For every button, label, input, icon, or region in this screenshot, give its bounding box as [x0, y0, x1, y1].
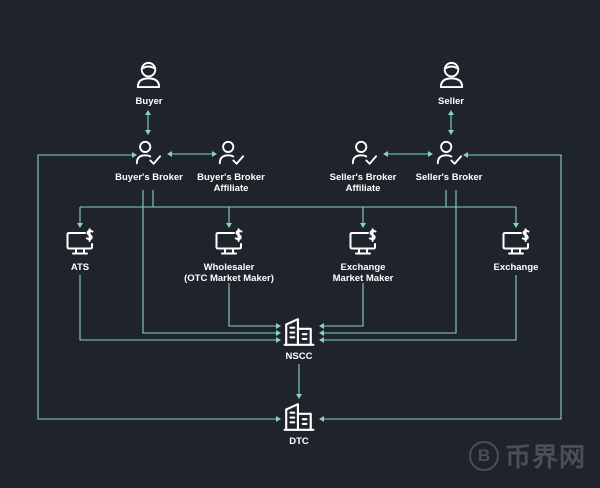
- nscc-building-icon: [283, 318, 315, 346]
- ats-label: ATS: [70, 262, 90, 273]
- seller-user-icon: [439, 61, 464, 89]
- nscc-label: NSCC: [285, 351, 313, 362]
- buyers-broker-user-check-icon: [135, 140, 162, 165]
- watermark-logo-icon: B: [468, 440, 499, 471]
- sellers-broker-user-check-icon: [436, 140, 463, 165]
- exchange-monitor-dollar-icon: [502, 228, 530, 255]
- dtc-label: DTC: [289, 436, 309, 447]
- exchange-label: Exchange: [493, 262, 539, 273]
- arrowheads: [77, 110, 519, 422]
- buyer-user-icon: [136, 61, 161, 89]
- watermark-text: 币界网: [504, 442, 586, 472]
- wholesaler-label: Wholesaler(OTC Market Maker): [184, 262, 274, 284]
- sellers-broker-label: Seller's Broker: [415, 172, 483, 183]
- connectors: [37, 113, 562, 420]
- ats-monitor-dollar-icon: [66, 228, 94, 255]
- buyers-broker-affiliate-user-check-icon: [218, 140, 245, 165]
- wholesaler-monitor-dollar-icon: [215, 228, 243, 255]
- dtc-building-icon: [283, 403, 315, 431]
- buyer-label: Buyer: [135, 96, 163, 107]
- exchange-market-maker-monitor-dollar-icon: [349, 228, 377, 255]
- seller-label: Seller: [438, 96, 464, 107]
- sellers-broker-affiliate-user-check-icon: [351, 140, 378, 165]
- watermark: B 币界网: [468, 437, 586, 474]
- buyers-broker-label: Buyer's Broker: [115, 172, 183, 183]
